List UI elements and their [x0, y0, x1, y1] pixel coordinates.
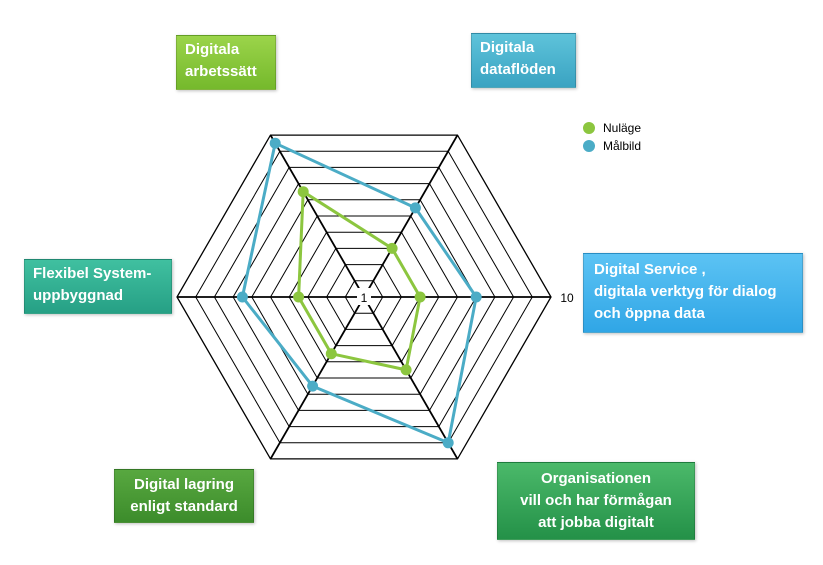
spoke-1: [363, 134, 459, 298]
axis-label-digital-service: Digital Service , digitala verktyg för d…: [583, 253, 803, 333]
series-1-point-5: [236, 291, 248, 303]
radar-series: [236, 137, 482, 449]
series-0-point-3: [400, 364, 412, 376]
scale-label-min: 1: [361, 291, 368, 305]
legend-marker-malbild: [583, 140, 595, 152]
spoke-0: [269, 134, 365, 298]
axis-label-flexibel-systemuppbyggnad: Flexibel System- uppbyggnad: [24, 259, 172, 314]
scale-label-max: 10: [560, 291, 574, 305]
scale-label-background-0: [357, 288, 371, 305]
legend-marker-nulage: [583, 122, 595, 134]
series-0-point-4: [325, 348, 337, 360]
radar-scale-labels: 1 10: [361, 291, 574, 305]
radar-spokes: [177, 134, 578, 460]
chart-legend: Nuläge Målbild: [583, 119, 641, 155]
spoke-3: [363, 296, 459, 460]
legend-label-malbild: Målbild: [603, 139, 642, 153]
axis-label-digitala-datafloden: Digitala dataflöden: [471, 33, 576, 88]
legend-item-malbild: Målbild: [583, 137, 641, 155]
series-1-point-1: [409, 202, 421, 214]
legend-label-nulage: Nuläge: [603, 121, 642, 135]
series-1-point-0: [269, 137, 281, 149]
spoke-4: [269, 296, 365, 460]
scale-label-background-1: [556, 288, 578, 305]
axis-label-digitala-arbetssatt: Digitala arbetssätt: [176, 35, 276, 90]
series-1-point-4: [307, 380, 319, 392]
legend-item-nulage: Nuläge: [583, 119, 641, 137]
series-0-point-5: [293, 291, 305, 303]
series-0-point-0: [297, 186, 309, 198]
series-1-point-2: [470, 291, 482, 303]
series-0-point-1: [386, 242, 398, 254]
axis-label-digital-lagring: Digital lagring enligt standard: [114, 469, 254, 523]
axis-label-organisationen: Organisationen vill och har förmågan att…: [497, 462, 695, 540]
series-1-point-3: [442, 437, 454, 449]
series-0-point-2: [414, 291, 426, 303]
